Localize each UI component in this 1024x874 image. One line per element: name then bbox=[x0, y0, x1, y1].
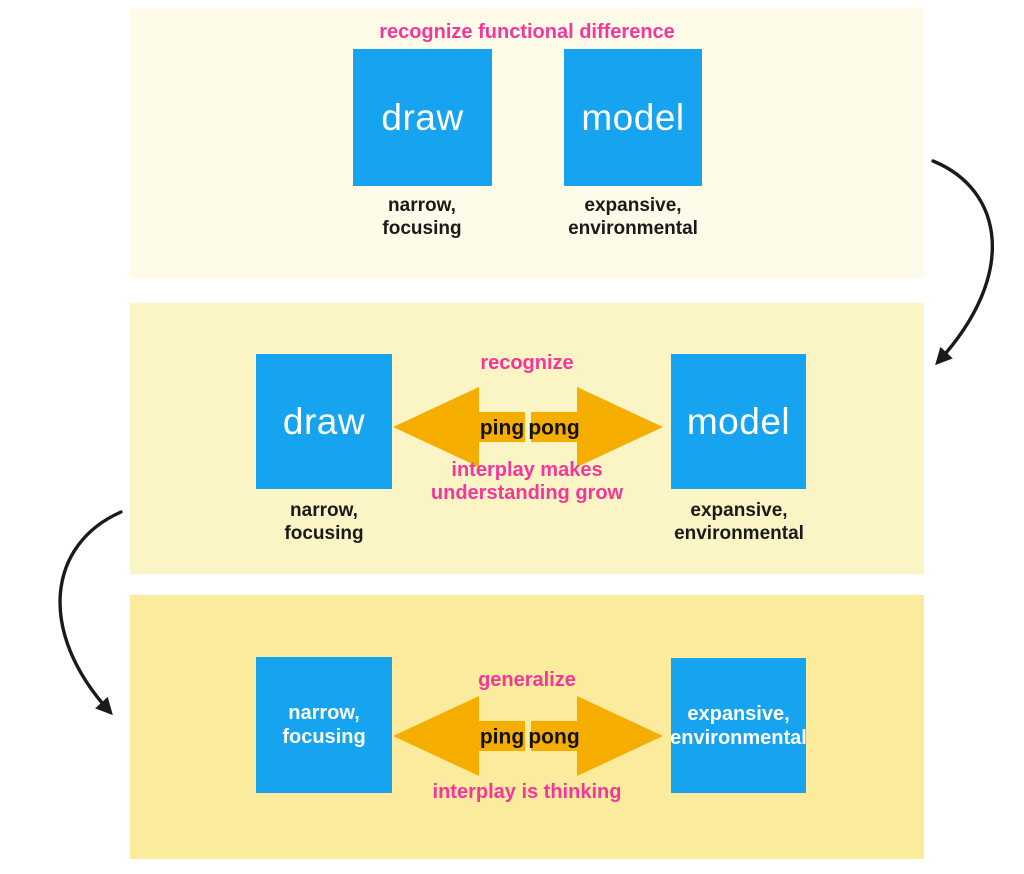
narrow-box-line1: narrow, bbox=[288, 702, 360, 724]
arrowhead-left bbox=[393, 696, 479, 776]
model-caption-line1: expansive, bbox=[584, 195, 682, 216]
ping-tail bbox=[479, 412, 525, 442]
draw-box: draw bbox=[353, 49, 492, 186]
ping-label: ping bbox=[480, 726, 524, 749]
arrowhead-right bbox=[577, 696, 663, 776]
model-caption: expansive, environmental bbox=[639, 499, 839, 545]
draw-box-label: draw bbox=[282, 400, 366, 442]
panel1-title: recognize functional difference bbox=[379, 21, 675, 43]
draw-caption: narrow, focusing bbox=[322, 194, 522, 240]
narrow-box: narrow, focusing bbox=[256, 657, 392, 793]
panel-functional-difference: recognize functional difference draw mod… bbox=[130, 8, 924, 278]
panel-interplay-grow: recognize draw model ping pong interplay… bbox=[130, 303, 924, 574]
model-box: model bbox=[671, 354, 806, 489]
draw-caption-line2: focusing bbox=[284, 523, 364, 544]
pong-label: pong bbox=[528, 726, 579, 749]
ping-tail bbox=[479, 721, 525, 751]
panel2-note-line1: interplay makes bbox=[451, 459, 603, 481]
model-box: model bbox=[564, 49, 702, 186]
arrowhead-left bbox=[393, 387, 479, 467]
curved-arrow-panel2-to-panel3-icon bbox=[58, 510, 123, 716]
draw-box-label: draw bbox=[381, 96, 464, 138]
panel2-note: interplay makes understanding grow bbox=[130, 459, 924, 505]
draw-caption-line1: narrow, bbox=[388, 195, 456, 216]
draw-caption: narrow, focusing bbox=[224, 499, 424, 545]
expansive-box-line2: environmental bbox=[670, 726, 807, 749]
model-caption-line1: expansive, bbox=[690, 500, 788, 521]
draw-box: draw bbox=[256, 354, 392, 489]
pong-label: pong bbox=[528, 417, 579, 440]
panel2-note-line2: understanding grow bbox=[430, 482, 624, 504]
model-caption-line2: environmental bbox=[674, 523, 804, 544]
narrow-box-line2: focusing bbox=[282, 726, 366, 748]
model-box-label: model bbox=[686, 400, 791, 442]
arrowhead-right bbox=[577, 387, 663, 467]
panel3-note: interplay is thinking bbox=[432, 781, 622, 803]
draw-caption-line1: narrow, bbox=[290, 500, 358, 521]
expansive-box: expansive, environmental bbox=[670, 658, 807, 793]
model-caption-line2: environmental bbox=[568, 218, 698, 239]
ping-label: ping bbox=[480, 417, 524, 440]
model-caption: expansive, environmental bbox=[533, 194, 733, 240]
panel3-title: generalize bbox=[478, 669, 576, 691]
draw-caption-line2: focusing bbox=[382, 218, 462, 239]
pong-tail bbox=[531, 412, 577, 442]
pong-tail bbox=[531, 721, 577, 751]
ping-pong-arrow-icon: ping pong bbox=[393, 696, 663, 776]
ping-pong-arrow-icon: ping pong bbox=[393, 387, 663, 467]
model-box-label: model bbox=[581, 96, 685, 138]
panel-interplay-thinking: generalize narrow, focusing expansive, e… bbox=[130, 595, 924, 859]
curved-arrow-panel1-to-panel2-icon bbox=[931, 159, 995, 366]
expansive-box-line1: expansive, bbox=[687, 702, 790, 725]
panel2-title: recognize bbox=[480, 352, 574, 374]
